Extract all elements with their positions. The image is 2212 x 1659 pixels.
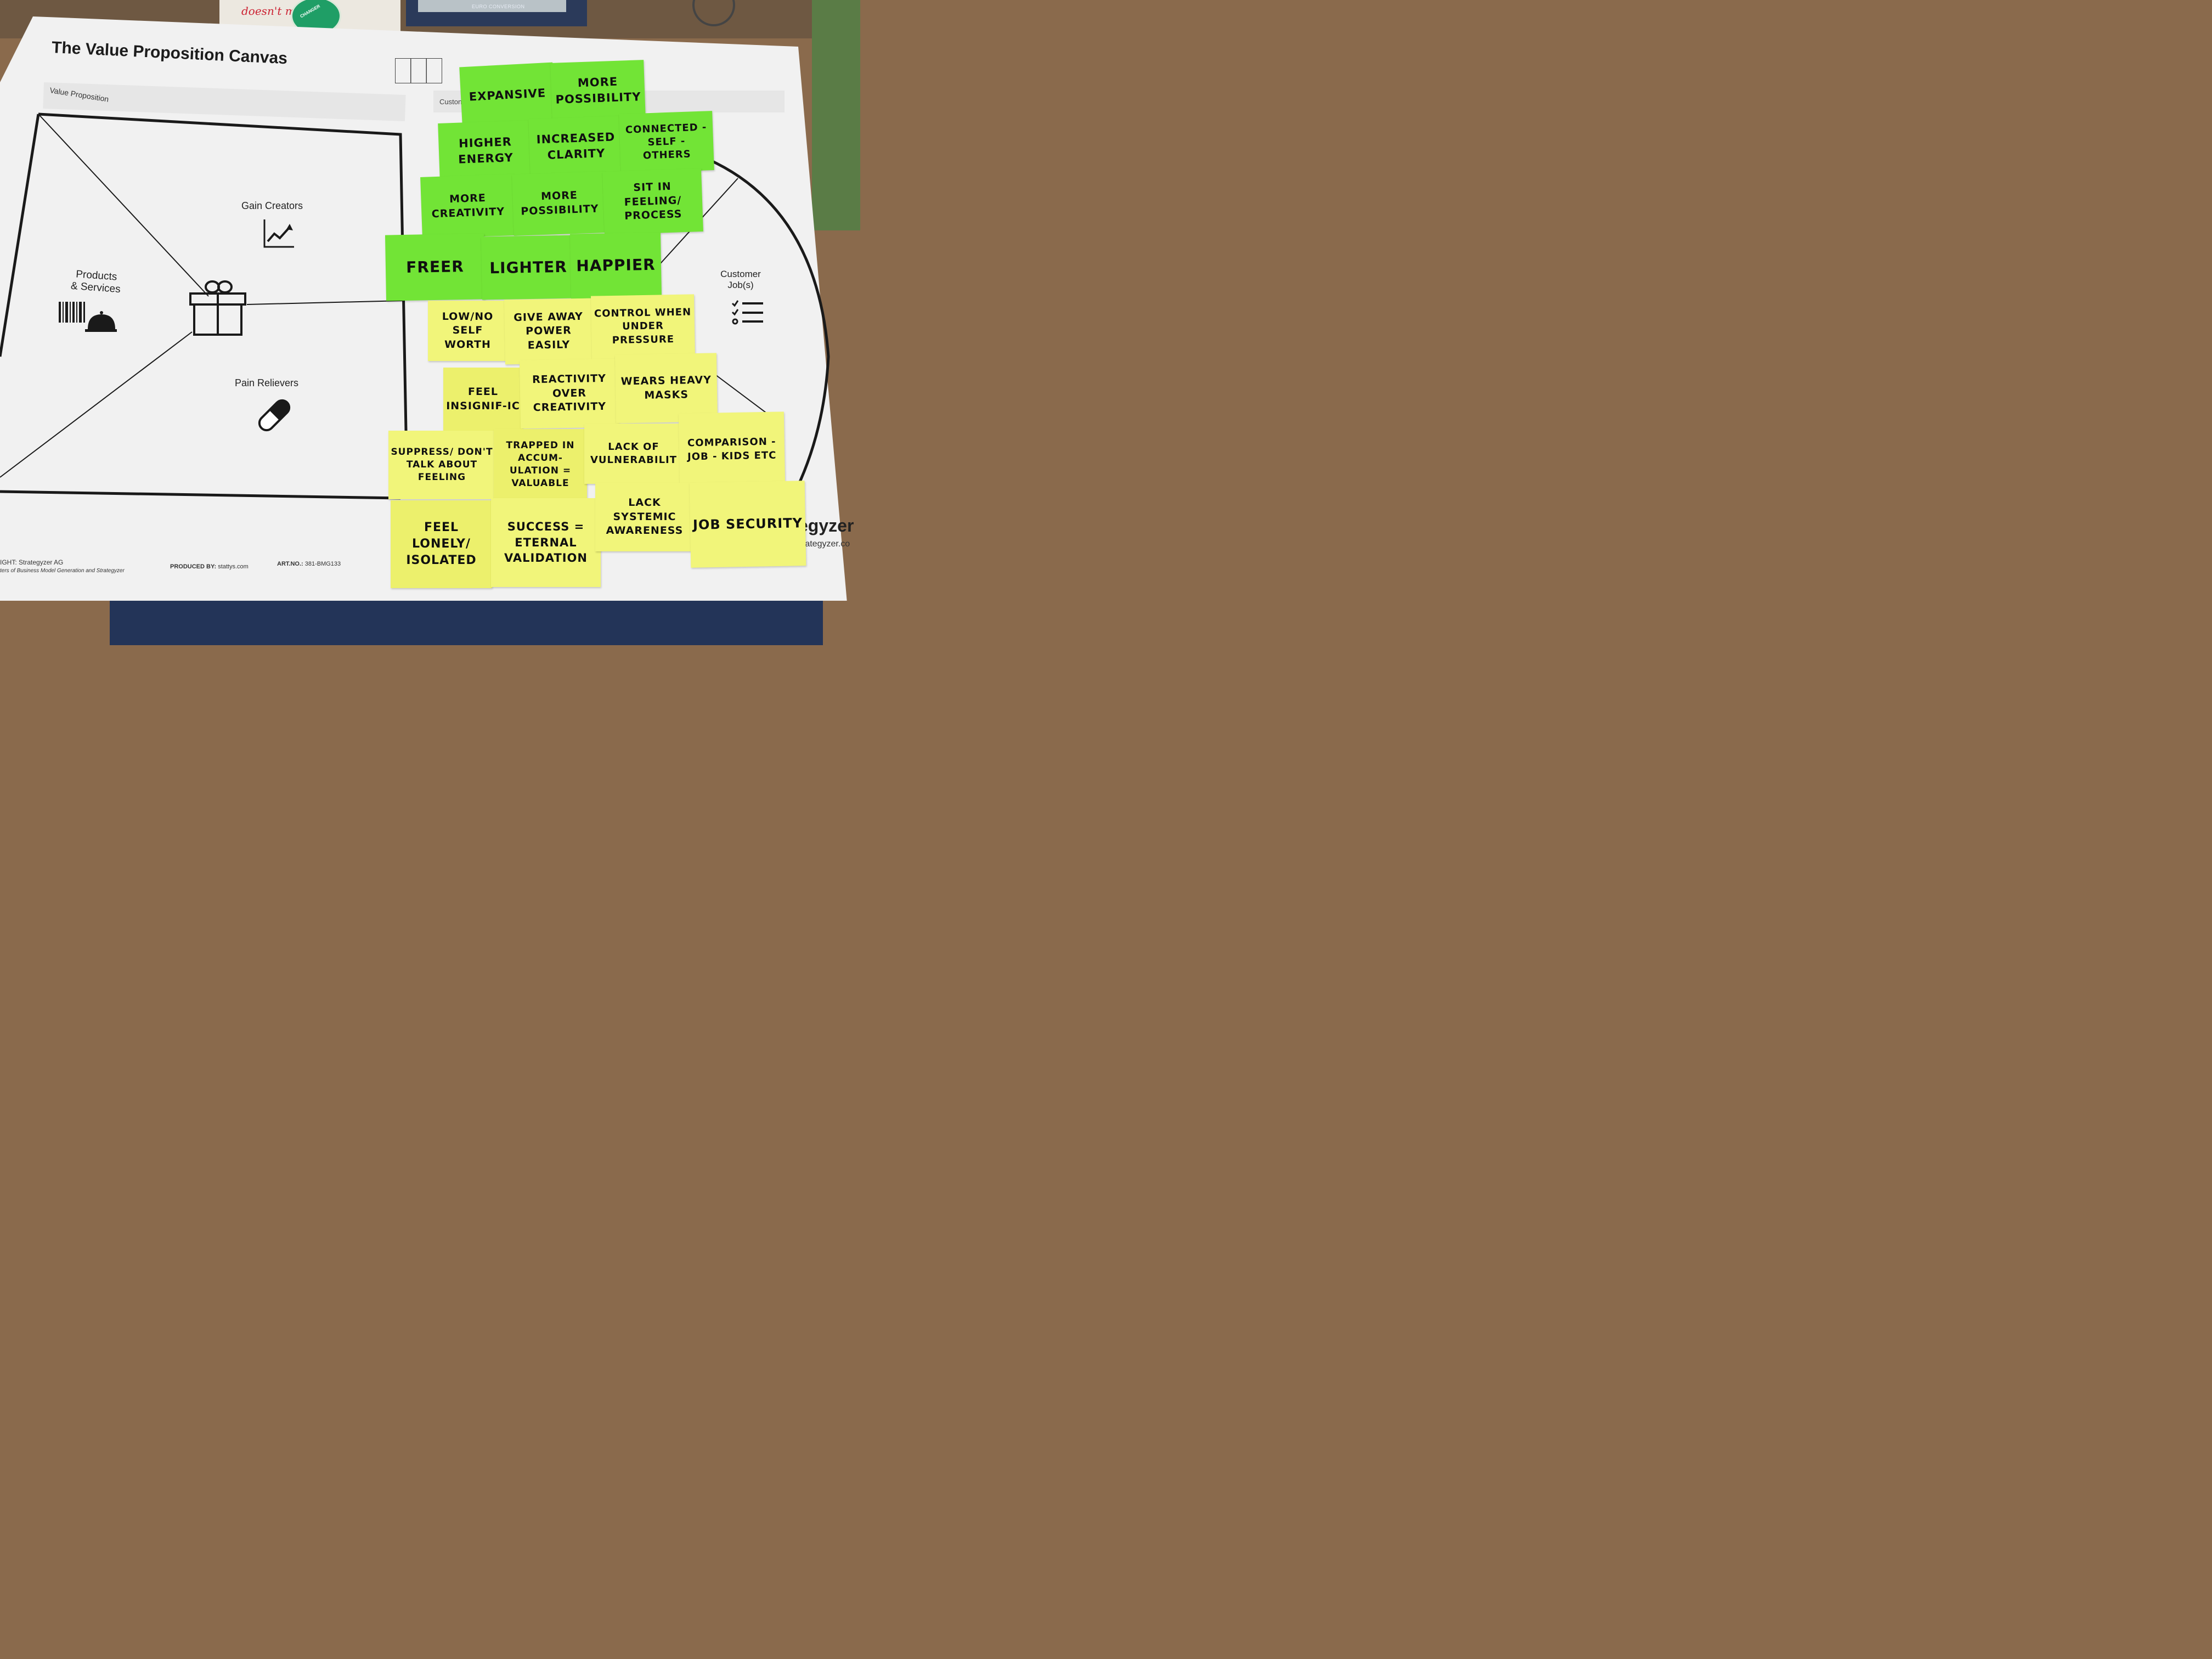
footer-produced-by: PRODUCED BY: stattys.com [170,563,249,570]
footer-art-no-value: 381-BMG133 [305,561,341,567]
pain-note: Feel Lonely/ Isolated [391,500,492,588]
notebook-scribble: doesn't m [241,4,296,18]
pain-note: Control When Under Pressure [591,294,695,359]
gain-note: More Possibility [550,60,646,121]
gain-note: Sit in Feeling/ Process [602,168,703,235]
pain-note: Comparison - Job - Kids etc [679,411,785,487]
gain-note: Expansive [459,63,556,128]
gain-note: More Possibility [512,171,607,236]
barcode-icon [58,301,118,334]
footer-produced-by-value: stattys.com [218,563,249,570]
customer-profile-label: Custon [439,98,462,106]
products-services-label: Products & Services [60,268,133,297]
canvas-thumbnail-icon [395,58,442,83]
pain-note: Lack Systemic Awareness [595,483,694,551]
chart-up-icon [262,219,295,250]
lap-jeans [110,601,823,645]
green-mat [812,0,860,230]
pain-note: Give Away Power Easily [504,298,593,365]
gain-note: Freer [385,233,485,301]
footer-creators: ters of Business Model Generation and St… [0,568,125,574]
gain-note: More Creativity [420,174,516,239]
gain-note: Higher Energy [438,120,533,181]
pain-note: Reactivity Over Creativity [520,358,619,428]
checklist-icon [731,299,764,326]
pain-note: Trapped In Accum-ulation = Valuable [494,429,587,500]
footer-art-no: ART.NO.: 381-BMG133 [277,561,341,567]
customer-jobs-label: Customer Job(s) [708,269,774,291]
gift-icon [188,277,248,337]
pain-note: Suppress/ Don't Talk About Feeling [388,431,495,499]
gain-note: Increased Clarity [528,116,624,177]
footer-copyright: IGHT: Strategyzer AG [0,558,63,566]
brand-url: rategyzer.co [802,539,850,549]
gain-note: Happier [570,233,662,299]
pain-note: Lack of Vulnerabilit [584,424,683,484]
gain-creators-label: Gain Creators [241,200,303,212]
pain-note: Low/No Self Worth [428,301,507,361]
gain-note: Connected - Self - Others [619,111,714,173]
pain-note: Job Security [690,481,806,568]
gain-note: Lighter [481,235,575,300]
footer-produced-by-label: PRODUCED BY: [170,563,216,570]
footer-art-no-label: ART.NO.: [277,561,303,567]
brand-logo: egyzer [798,516,854,536]
pill-icon [255,396,294,435]
pain-note: Feel Insignif-ic [443,368,523,431]
pain-note: Success = Eternal Validation [491,498,601,587]
pain-relievers-label: Pain Relievers [235,377,298,389]
calculator-label: EURO CONVERSION [472,4,525,9]
